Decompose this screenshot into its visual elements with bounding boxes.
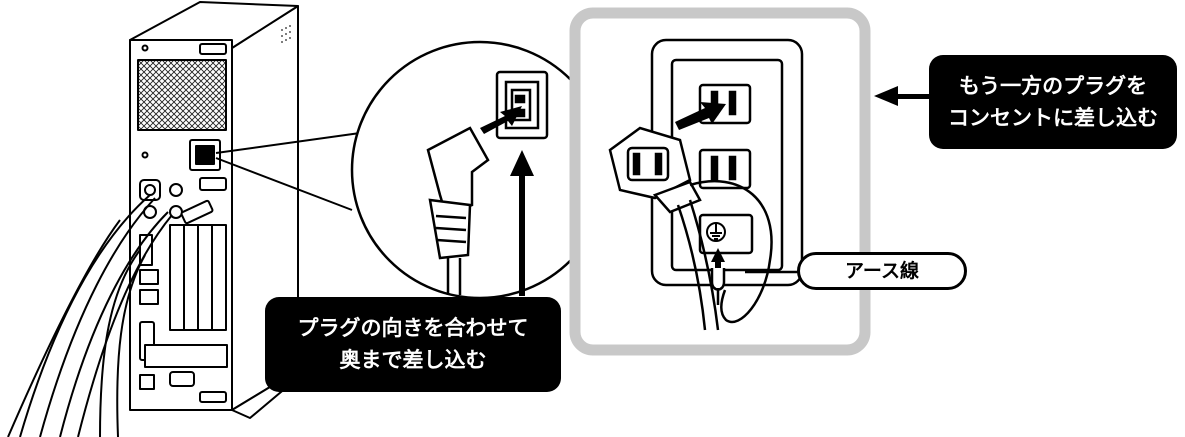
plug-in-arrow-icon [675,102,726,130]
plug-instruction-callout: プラグの向きを合わせて 奥まで差し込む [265,297,561,392]
outlet-instruction-line1: もう一方のプラグを [958,74,1148,98]
outlet-cables [676,179,773,331]
earth-terminal-icon [710,268,726,305]
zoom-line-bottom [215,157,353,211]
outlet-plug-icon [608,126,702,214]
earth-arrow-icon [711,248,725,268]
plug-instruction-line1: プラグの向きを合わせて [297,316,529,340]
cables [7,194,173,437]
zoom-circle [350,40,610,300]
outlet-panel [569,7,871,356]
insert-arrow-icon [480,106,522,134]
plug-instruction-line2: 奥まで差し込む [339,348,487,372]
pc-tower-icon [129,1,301,419]
callout-arrow-icon [874,86,937,106]
zoom-line-top [215,132,361,154]
direction-arrow-icon [510,150,534,296]
ground-symbol-icon [706,222,726,242]
outlet-instruction-callout: もう一方のプラグを コンセントに差し込む [929,55,1177,149]
earth-wire-label: アース線 [797,252,967,290]
ac-inlet-icon [495,70,549,140]
outlet-instruction-line2: コンセントに差し込む [948,106,1158,130]
power-plug-icon [426,126,490,295]
